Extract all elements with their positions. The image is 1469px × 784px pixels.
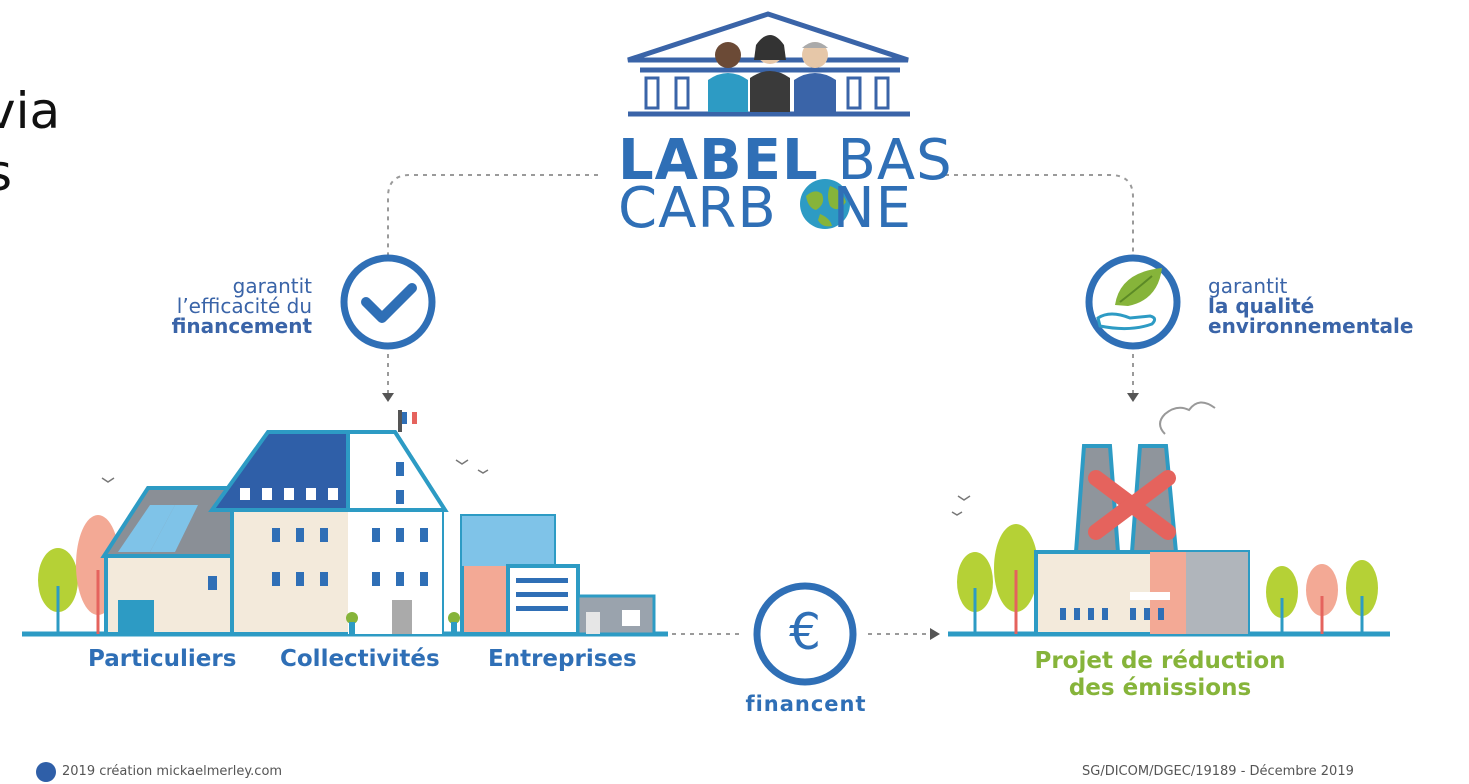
label-projet-line-1: Projet de réduction	[1034, 648, 1286, 674]
tree-group-right-right	[1266, 560, 1378, 634]
right-guarantee-line-3: environnementale	[1208, 314, 1414, 338]
birds	[101, 459, 971, 516]
left-guarantee-text: garantit l’efficacité du financement	[110, 276, 312, 336]
label-projet-line-2: des émissions	[1068, 675, 1252, 701]
label-projet: Projet de réduction des émissions	[1010, 648, 1310, 702]
globe-icon	[800, 179, 850, 229]
checkmark-icon	[340, 254, 436, 350]
author-logo-icon	[36, 762, 56, 782]
label-financent: financent	[745, 692, 867, 716]
euro-icon	[753, 582, 857, 686]
logo-label-rest: BAS	[818, 128, 953, 193]
tree-group-right-left	[957, 524, 1038, 634]
right-guarantee-line-2: la qualité	[1208, 294, 1315, 318]
logo-carbone-b: NE	[832, 176, 913, 241]
town-hall	[208, 410, 460, 636]
footer-credit: 2019 création mickaelmerley.com	[62, 764, 283, 779]
label-particuliers: Particuliers	[88, 646, 237, 672]
left-guarantee-line-3: financement	[171, 314, 312, 338]
left-guarantee-line-2: l’efficacité du	[176, 294, 312, 318]
cropped-text-line-1: via	[0, 82, 61, 140]
company-building	[460, 514, 656, 636]
euro-symbol: €	[789, 603, 821, 661]
logo-line-1: LABEL BAS	[618, 128, 953, 193]
right-guarantee-text: garantit la qualité environnementale	[1208, 276, 1413, 336]
arrow-heads	[382, 393, 1139, 640]
label-collectivites: Collectivités	[280, 646, 440, 672]
left-guarantee-line-1: garantit	[232, 274, 312, 298]
connector-lines	[387, 174, 1134, 635]
logo-carbone-a: CARB	[618, 176, 777, 241]
leaf-hand-icon	[1085, 254, 1181, 350]
building-with-people-icon	[627, 11, 910, 117]
logo-label-bold: LABEL	[618, 128, 819, 193]
cross-icon	[1088, 470, 1176, 540]
logo-line-2: CARB NE	[618, 176, 912, 241]
right-guarantee-line-1: garantit	[1208, 274, 1288, 298]
label-entreprises: Entreprises	[488, 646, 637, 672]
cropped-text-line-2: s	[0, 142, 12, 204]
footer-reference: SG/DICOM/DGEC/19189 - Décembre 2019	[1082, 764, 1354, 779]
